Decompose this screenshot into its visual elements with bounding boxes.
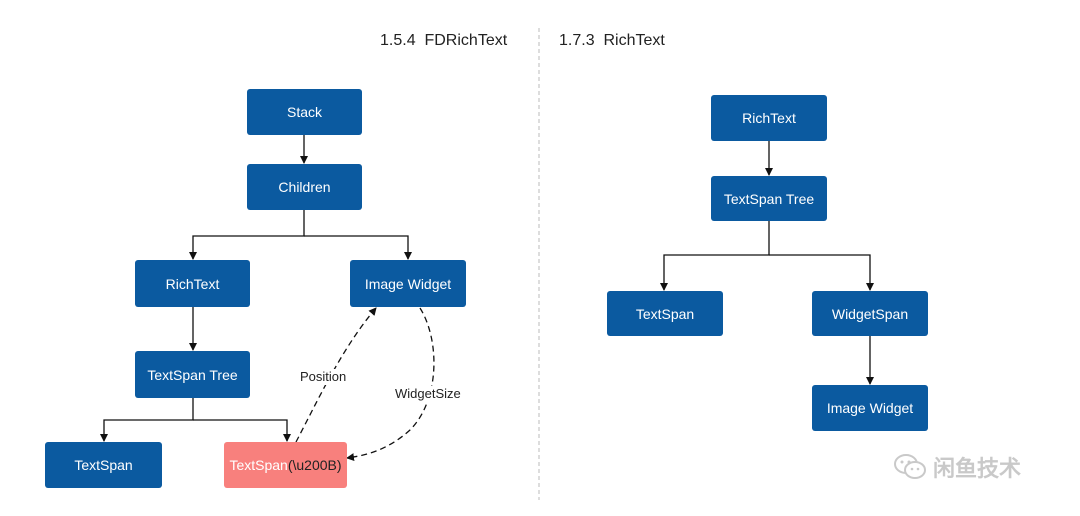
edge-tree-textspan-special bbox=[193, 419, 291, 442]
node-textspan-zero-width-suffix: (\u200B) bbox=[287, 457, 342, 473]
node-r-widgetspan: WidgetSpan bbox=[812, 291, 928, 336]
node-stack: Stack bbox=[247, 89, 362, 135]
node-r-textspan-tree: TextSpan Tree bbox=[711, 176, 827, 221]
node-textspan-zero-width: TextSpan(\u200B) bbox=[224, 442, 347, 488]
node-children: Children bbox=[247, 164, 362, 210]
edge-label-widget-size: WidgetSize bbox=[393, 386, 463, 402]
edge-children-image bbox=[304, 235, 412, 260]
node-image-widget: Image Widget bbox=[350, 260, 466, 307]
node-textspan-zero-width-label: TextSpan bbox=[229, 457, 288, 473]
edge-label-position: Position bbox=[298, 369, 349, 385]
wechat-icon bbox=[894, 454, 926, 479]
watermark: 闲鱼技术 bbox=[893, 452, 1021, 482]
watermark-text: 闲鱼技术 bbox=[933, 457, 1022, 482]
node-richtext: RichText bbox=[135, 260, 250, 307]
node-r-richtext: RichText bbox=[711, 95, 827, 141]
edge-tree-textspan bbox=[100, 398, 194, 442]
edge-r-tree-widgetspan bbox=[769, 254, 874, 291]
edge-r-tree-textspan bbox=[660, 221, 770, 291]
edge-widget-size bbox=[346, 307, 435, 462]
right-section-title: 1.7.3 RichText bbox=[559, 32, 665, 49]
node-r-image-widget: Image Widget bbox=[812, 385, 928, 431]
node-textspan: TextSpan bbox=[45, 442, 162, 488]
node-r-textspan: TextSpan bbox=[607, 291, 723, 336]
left-section-title: 1.5.4 FDRichText bbox=[380, 32, 508, 49]
edge-children-split bbox=[189, 210, 305, 260]
node-textspan-tree: TextSpan Tree bbox=[135, 351, 250, 398]
